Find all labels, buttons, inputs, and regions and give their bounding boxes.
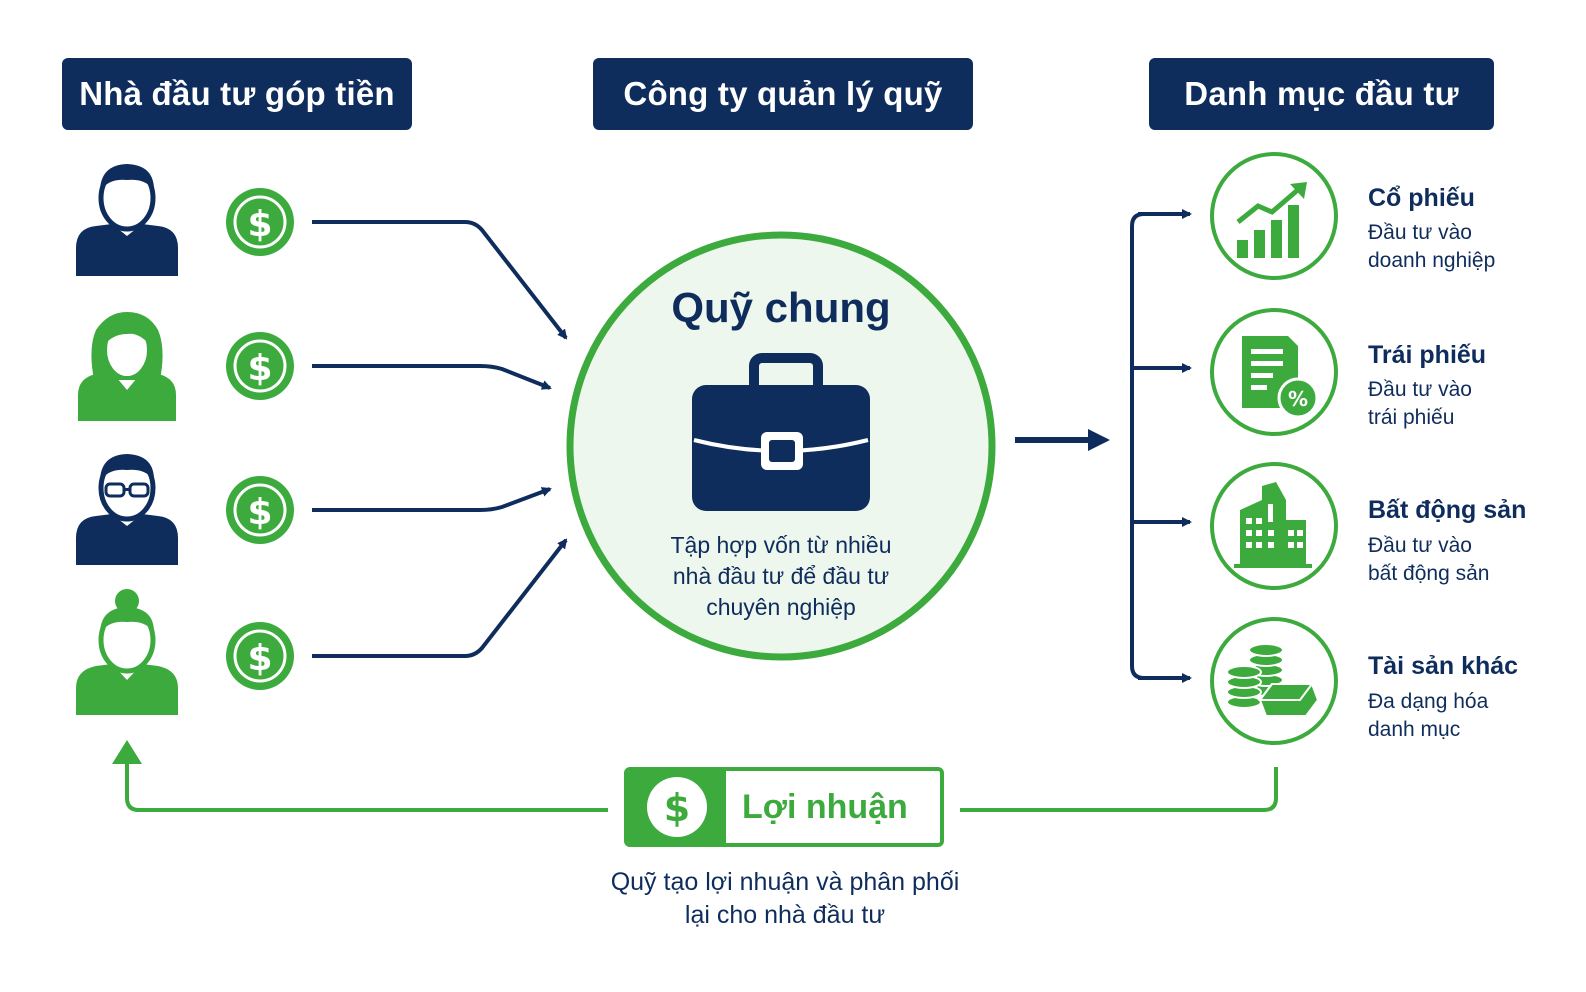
svg-text:%: % [1288, 387, 1308, 411]
dollar-coin-icon: $ [226, 332, 294, 400]
svg-text:$: $ [664, 786, 690, 830]
contribution-arrows [312, 220, 568, 658]
coins-gold-icon [1226, 643, 1320, 717]
svg-text:$: $ [247, 348, 272, 389]
svg-text:$: $ [247, 204, 272, 245]
category-desc-bonds: Đầu tư vào trái phiếu [1368, 376, 1558, 432]
fund-description-line: nhà đầu tư để đầu tư [672, 563, 890, 589]
category-desc-line: danh mục [1368, 718, 1461, 741]
dollar-coin-icon: $ [647, 777, 707, 837]
profit-arrow-head [112, 740, 142, 764]
category-title-stocks: Cổ phiếu [1368, 184, 1475, 212]
arrow-investor-4 [312, 538, 568, 658]
arrow-investor-3 [312, 487, 552, 512]
profit-label: Lợi nhuận [742, 788, 908, 826]
investor-woman-bun-icon [76, 589, 178, 715]
building-icon [1234, 482, 1312, 568]
category-desc-stocks: Đầu tư vào doanh nghiệp [1368, 219, 1558, 275]
category-desc-line: Đầu tư vào [1368, 534, 1472, 557]
profit-note-line: lại cho nhà đầu tư [684, 901, 886, 929]
dollar-coin-icon: $ [226, 188, 294, 256]
profit-note: Quỹ tạo lợi nhuận và phân phối lại cho n… [560, 866, 1010, 932]
fund-title: Quỹ chung [671, 284, 891, 331]
header-fund-company: Công ty quản lý quỹ [593, 58, 973, 130]
category-desc-line: Đầu tư vào [1368, 221, 1472, 244]
category-desc-other-assets: Đa dạng hóa danh mục [1368, 688, 1558, 744]
investor-man-icon [76, 164, 178, 276]
investor-man-glasses-icon [76, 454, 178, 565]
category-desc-line: bất động sản [1368, 562, 1490, 585]
profit-box: $ Lợi nhuận [624, 767, 944, 847]
header-portfolio: Danh mục đầu tư [1149, 58, 1494, 130]
fund-description-line: Tập hợp vốn từ nhiều [670, 532, 892, 558]
category-desc-line: doanh nghiệp [1368, 249, 1496, 272]
category-title-real-estate: Bất động sản [1368, 496, 1527, 524]
header-investors: Nhà đầu tư góp tiền [62, 58, 412, 130]
category-desc-line: Đầu tư vào [1368, 378, 1472, 401]
arrow-investor-2 [312, 364, 552, 390]
category-title-other-assets: Tài sản khác [1368, 652, 1519, 680]
svg-text:$: $ [247, 492, 272, 533]
investor-woman-icon [78, 312, 176, 421]
bond-document-icon: % [1242, 336, 1319, 419]
dollar-coin-icon: $ [226, 622, 294, 690]
svg-text:$: $ [247, 638, 272, 679]
category-desc-line: Đa dạng hóa [1368, 690, 1489, 713]
dollar-coin-icon: $ [226, 476, 294, 544]
fund-description: Tập hợp vốn từ nhiều nhà đầu tư để đầu t… [600, 530, 962, 623]
category-title-bonds: Trái phiếu [1368, 341, 1487, 369]
briefcase-icon [692, 353, 870, 511]
profit-note-line: Quỹ tạo lợi nhuận và phân phối [610, 868, 960, 896]
profit-flow-lines [125, 760, 1278, 812]
fund-description-line: chuyên nghiệp [706, 594, 856, 620]
profit-box-icon-area: $ [628, 771, 726, 843]
category-desc-real-estate: Đầu tư vào bất động sản [1368, 532, 1558, 588]
growth-chart-icon [1236, 182, 1307, 258]
arrow-investor-1 [312, 220, 568, 340]
category-desc-line: trái phiếu [1368, 406, 1455, 429]
portfolio-branch-lines [1130, 209, 1192, 683]
